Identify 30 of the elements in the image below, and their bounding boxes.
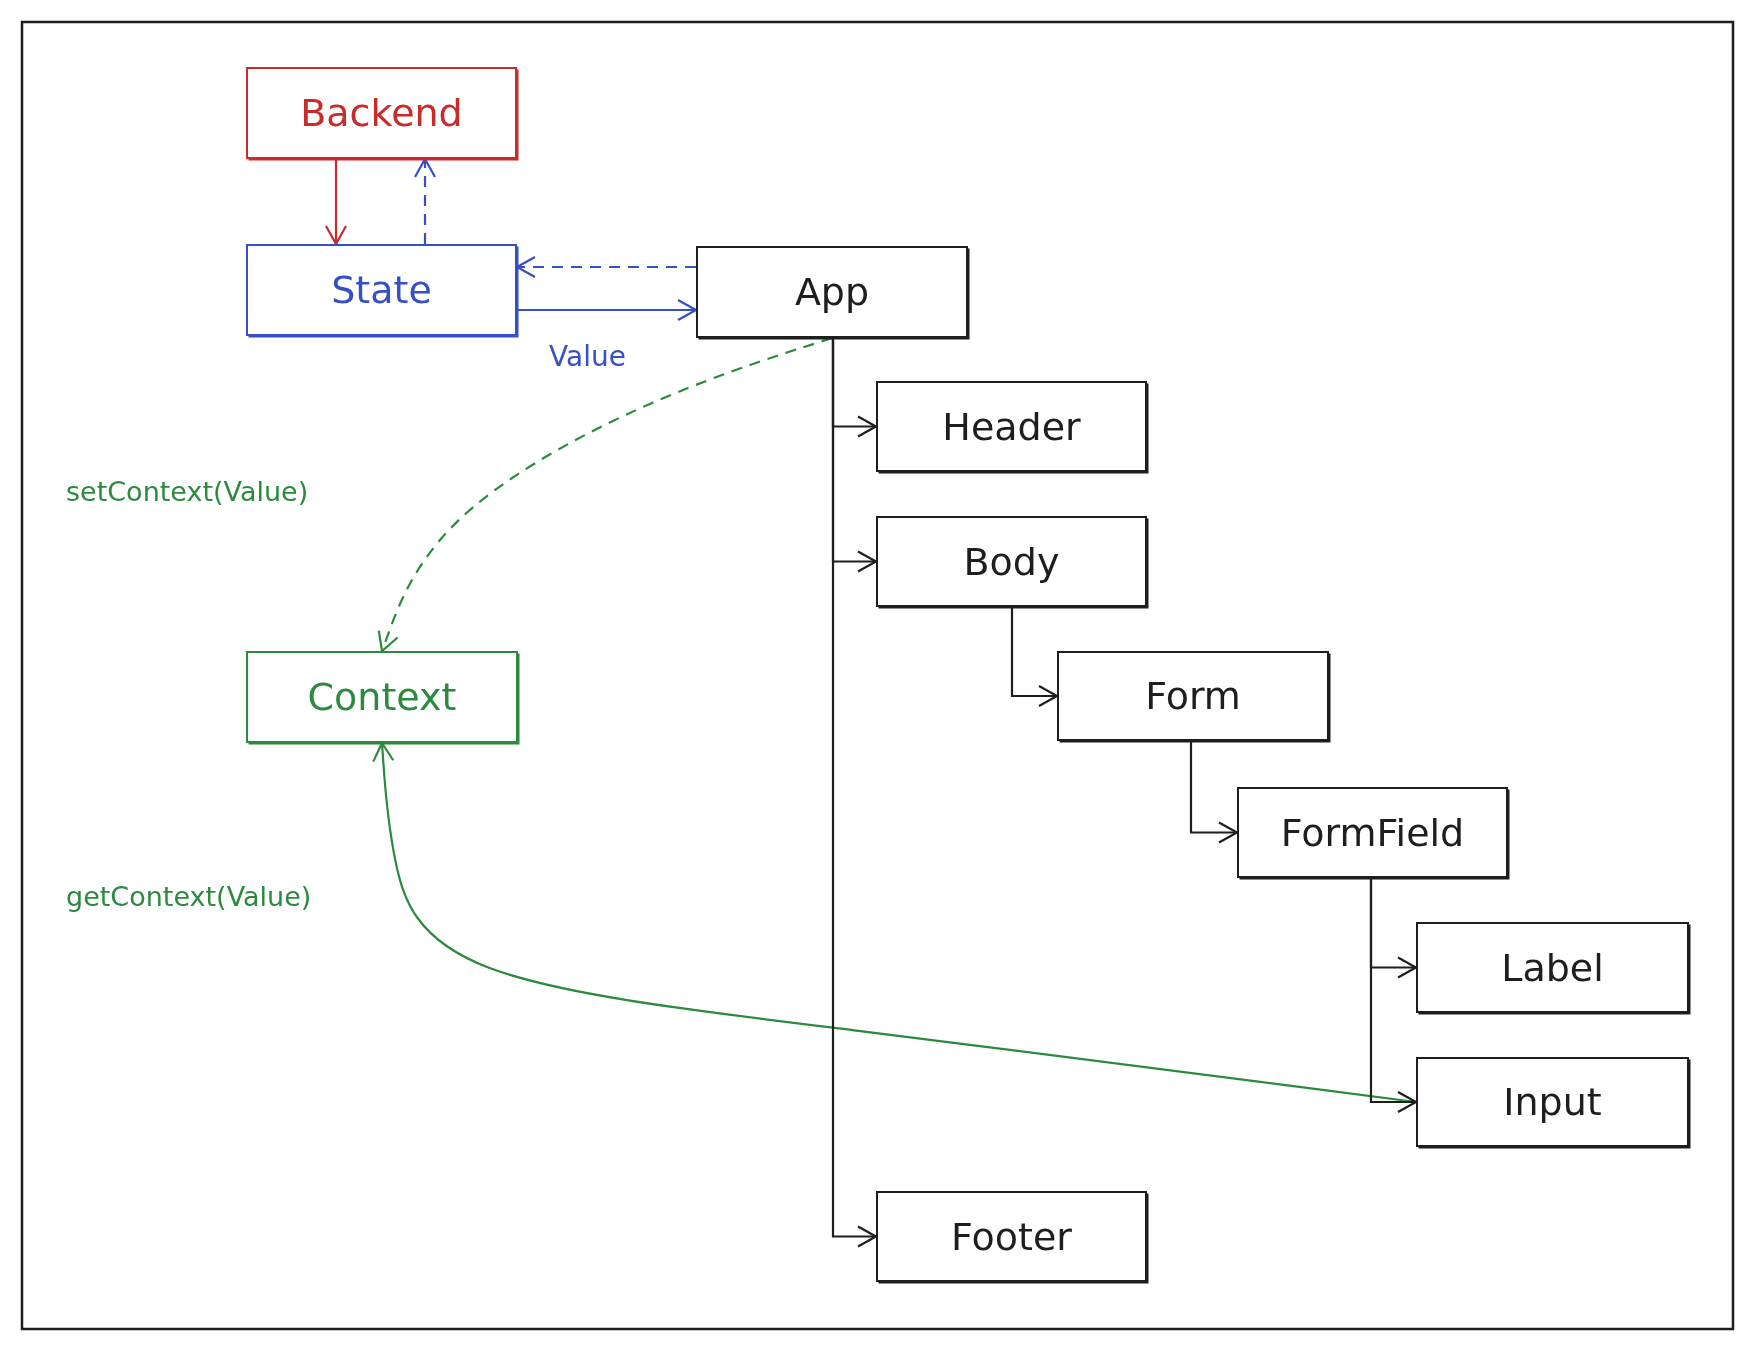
box-label: App	[794, 270, 870, 314]
box-label: FormField	[1280, 810, 1465, 855]
arrow	[1189, 741, 1239, 844]
arrow	[517, 298, 698, 322]
component-box	[876, 1191, 1147, 1282]
box-label: Input	[1503, 1080, 1602, 1124]
box-label: Backend	[300, 91, 463, 135]
box-label: Footer	[951, 1214, 1072, 1259]
component-box	[1237, 787, 1508, 878]
component-box	[696, 246, 968, 338]
box-label: State	[331, 268, 432, 312]
box-label: Context	[307, 675, 457, 719]
box-label: Label	[1501, 945, 1604, 990]
arrow	[831, 338, 878, 1248]
component-box	[246, 244, 517, 336]
component-box	[246, 651, 518, 743]
component-box	[876, 381, 1147, 472]
arrow	[1369, 878, 1418, 1114]
box-label: Header	[942, 404, 1081, 449]
arrow	[1010, 607, 1059, 708]
component-box	[1416, 922, 1689, 1013]
component-box	[246, 67, 517, 159]
annotation-text: getContext(Value)	[66, 881, 312, 912]
box-label: Form	[1145, 674, 1241, 718]
component-box	[1057, 651, 1329, 741]
component-box	[1416, 1057, 1689, 1147]
annotation-text: setContext(Value)	[66, 476, 309, 507]
box-label: Body	[963, 539, 1060, 584]
arrow	[324, 159, 348, 246]
component-box	[876, 516, 1147, 607]
